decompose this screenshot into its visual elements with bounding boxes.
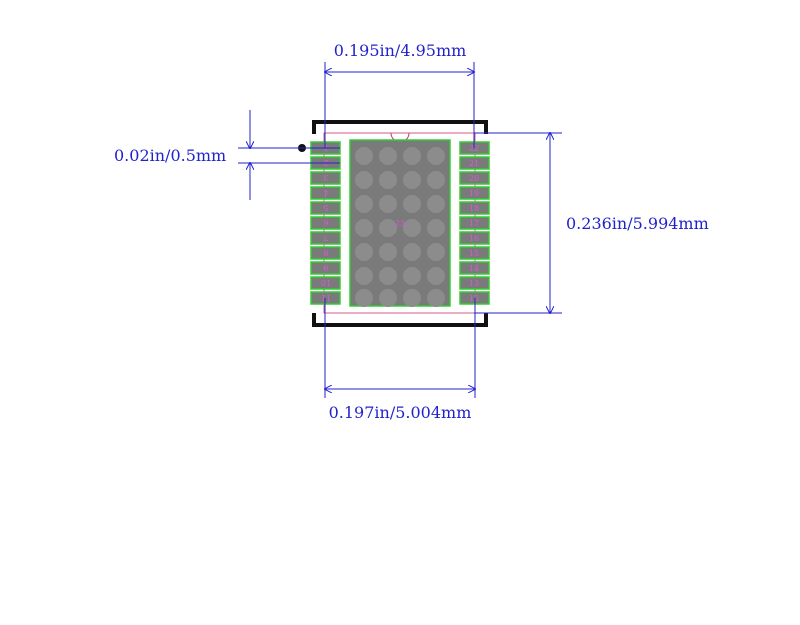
pin-label: 7 xyxy=(323,233,328,242)
thermal-via xyxy=(379,267,397,285)
thermal-via xyxy=(355,289,373,307)
pad-left-3: 3 xyxy=(310,171,341,185)
thermal-via xyxy=(379,171,397,189)
pin-label: 15 xyxy=(469,249,479,258)
pad-right-16: 16 xyxy=(459,231,490,245)
pin-label: 14 xyxy=(469,264,479,273)
dimension-top-width-label: 0.195in/4.95mm xyxy=(334,41,467,60)
pin-label: 9 xyxy=(323,263,328,272)
thermal-via xyxy=(427,195,445,213)
exposed-pad-label: 23 xyxy=(395,219,405,228)
pad-right-19: 19 xyxy=(459,186,490,200)
dimension-bottom-width-label: 0.197in/5.004mm xyxy=(329,403,472,422)
thermal-via xyxy=(427,147,445,165)
pad-left-4: 4 xyxy=(310,186,341,200)
thermal-via xyxy=(403,147,421,165)
thermal-via xyxy=(403,289,421,307)
thermal-via xyxy=(355,147,373,165)
dimension-height xyxy=(474,133,562,313)
thermal-via xyxy=(355,243,373,261)
pin-label: 22 xyxy=(469,144,479,153)
thermal-via xyxy=(379,219,397,237)
thermal-via xyxy=(379,147,397,165)
pin-label: 19 xyxy=(469,189,479,198)
pin-label: 6 xyxy=(323,218,328,227)
pads-right: 22 21 20 19 18 17 16 15 14 13 12 xyxy=(459,141,490,305)
pin-label: 20 xyxy=(469,174,479,183)
silkscreen-outline xyxy=(312,120,488,327)
pin-label: 10 xyxy=(321,278,331,287)
dimension-pitch-label: 0.02in/0.5mm xyxy=(114,146,226,165)
thermal-via xyxy=(355,171,373,189)
thermal-via-grid xyxy=(355,147,445,307)
pin-label: 3 xyxy=(323,173,328,182)
thermal-via xyxy=(379,243,397,261)
thermal-via xyxy=(403,171,421,189)
thermal-via xyxy=(403,195,421,213)
pad-right-17: 17 xyxy=(459,216,490,230)
pad-left-9: 9 xyxy=(310,261,341,275)
pin-label: 13 xyxy=(469,279,479,288)
thermal-via xyxy=(379,195,397,213)
pad-left-10: 10 xyxy=(310,276,341,290)
thermal-via xyxy=(427,243,445,261)
thermal-via xyxy=(403,267,421,285)
pin-label: 21 xyxy=(469,159,479,168)
pin-label: 16 xyxy=(469,234,479,243)
pin-label: 11 xyxy=(321,293,331,302)
dimension-top-width xyxy=(325,62,474,148)
thermal-via xyxy=(403,243,421,261)
dimension-bottom-width xyxy=(325,298,475,398)
pin-label: 4 xyxy=(323,188,328,197)
thermal-via xyxy=(427,289,445,307)
pad-right-21: 21 xyxy=(459,156,490,170)
pin-label: 17 xyxy=(469,219,479,228)
pad-left-5: 5 xyxy=(310,201,341,215)
thermal-via xyxy=(427,219,445,237)
pad-right-20: 20 xyxy=(459,171,490,185)
dimension-pitch xyxy=(238,110,340,200)
thermal-via xyxy=(355,267,373,285)
dimension-height-label: 0.236in/5.994mm xyxy=(566,214,709,233)
thermal-via xyxy=(427,171,445,189)
thermal-via xyxy=(355,219,373,237)
thermal-via xyxy=(355,195,373,213)
pad-right-18: 18 xyxy=(459,201,490,215)
pin-label: 5 xyxy=(323,203,328,212)
exposed-pad: 23 xyxy=(349,139,451,307)
pin-label: 8 xyxy=(323,248,328,257)
pad-right-14: 14 xyxy=(459,261,490,275)
pad-left-7: 7 xyxy=(310,231,341,245)
thermal-via xyxy=(379,289,397,307)
thermal-via xyxy=(427,267,445,285)
pin-label: 12 xyxy=(469,294,479,303)
pads-left: 1 2 3 4 5 6 7 8 9 10 11 xyxy=(310,141,341,305)
pad-left-8: 8 xyxy=(310,246,341,260)
pin-label: 18 xyxy=(469,204,479,213)
pad-left-6: 6 xyxy=(310,216,341,230)
thermal-via xyxy=(403,219,421,237)
pad-right-13: 13 xyxy=(459,276,490,290)
pad-right-15: 15 xyxy=(459,246,490,260)
